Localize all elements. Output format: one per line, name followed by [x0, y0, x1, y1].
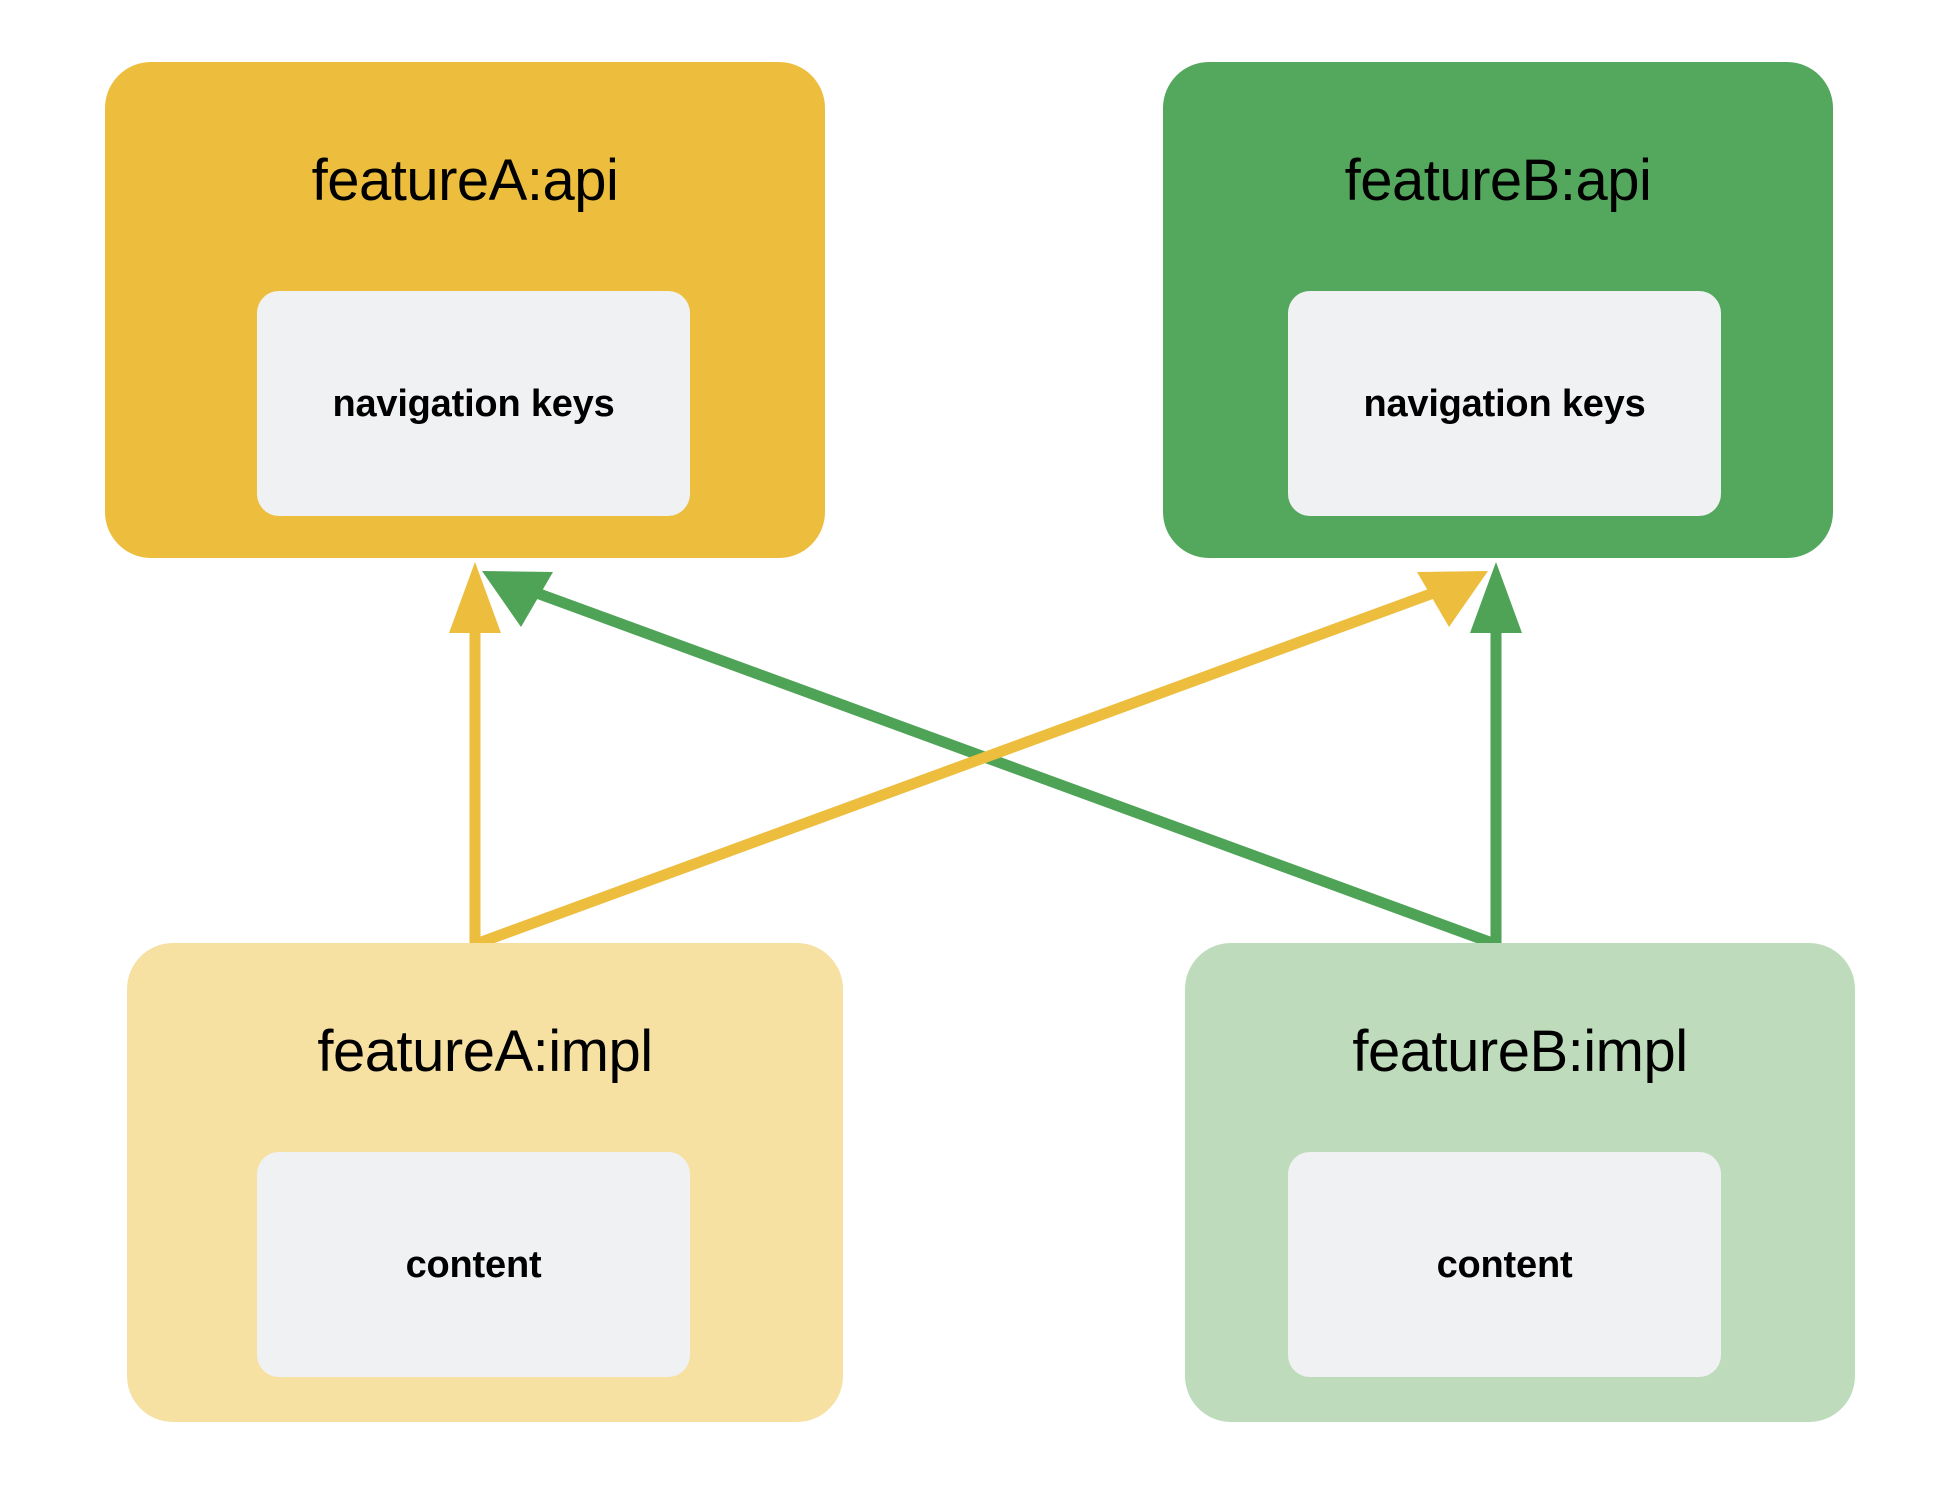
- module-chip-label-featureA-impl: content: [405, 1243, 542, 1286]
- edge-implA-to-apiA: [449, 562, 501, 944]
- arrowhead-icon: [482, 571, 553, 627]
- module-chip-label-featureB-impl: content: [1436, 1243, 1573, 1286]
- arrowhead-icon: [1417, 571, 1488, 627]
- module-title-featureA-impl: featureA:impl: [317, 1019, 653, 1084]
- module-chip-label-featureA-api: navigation keys: [332, 382, 615, 425]
- module-chip-featureB-impl[interactable]: content: [1288, 1152, 1721, 1377]
- module-title-featureB-impl: featureB:impl: [1352, 1019, 1688, 1084]
- arrowhead-icon: [449, 562, 501, 633]
- module-chip-label-featureB-api: navigation keys: [1363, 382, 1646, 425]
- edge-implB-to-apiB: [1470, 562, 1522, 944]
- module-chip-featureA-api[interactable]: navigation keys: [257, 291, 690, 516]
- module-title-featureB-api: featureB:api: [1344, 148, 1652, 213]
- module-title-featureA-api: featureA:api: [311, 148, 619, 213]
- module-chip-featureB-api[interactable]: navigation keys: [1288, 291, 1721, 516]
- arrowhead-icon: [1470, 562, 1522, 633]
- edge-implB-to-apiA: [482, 571, 1497, 950]
- edge-implA-to-apiB: [474, 571, 1488, 950]
- module-chip-featureA-impl[interactable]: content: [257, 1152, 690, 1377]
